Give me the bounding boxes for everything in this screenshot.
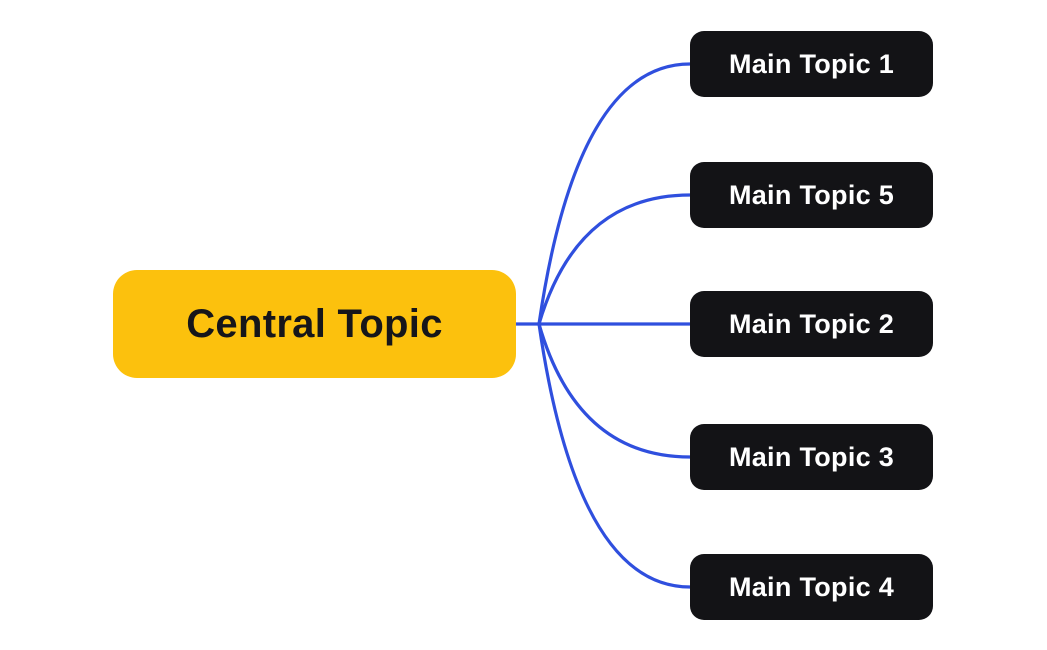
main-topic-1-node[interactable]: Main Topic 1	[690, 31, 933, 97]
main-topic-4-node[interactable]: Main Topic 4	[690, 554, 933, 620]
central-topic-label: Central Topic	[186, 301, 443, 346]
main-topic-3-node[interactable]: Main Topic 3	[690, 424, 933, 490]
connector-central-to-main-topic-4	[537, 322, 692, 589]
main-topic-2-node[interactable]: Main Topic 2	[690, 291, 933, 357]
central-topic-node[interactable]: Central Topic	[113, 270, 516, 378]
main-topic-2-label: Main Topic 2	[728, 308, 895, 339]
main-topic-4-label: Main Topic 4	[728, 571, 895, 602]
main-topic-5-node[interactable]: Main Topic 5	[690, 162, 933, 228]
connector-central-to-main-topic-5	[537, 193, 692, 326]
connector-central-to-main-topic-1	[537, 62, 692, 326]
main-topic-1-label: Main Topic 1	[728, 48, 895, 79]
connector-central-to-main-topic-3	[537, 322, 692, 459]
main-topic-5-label: Main Topic 5	[728, 179, 895, 210]
main-topic-3-label: Main Topic 3	[728, 441, 895, 472]
